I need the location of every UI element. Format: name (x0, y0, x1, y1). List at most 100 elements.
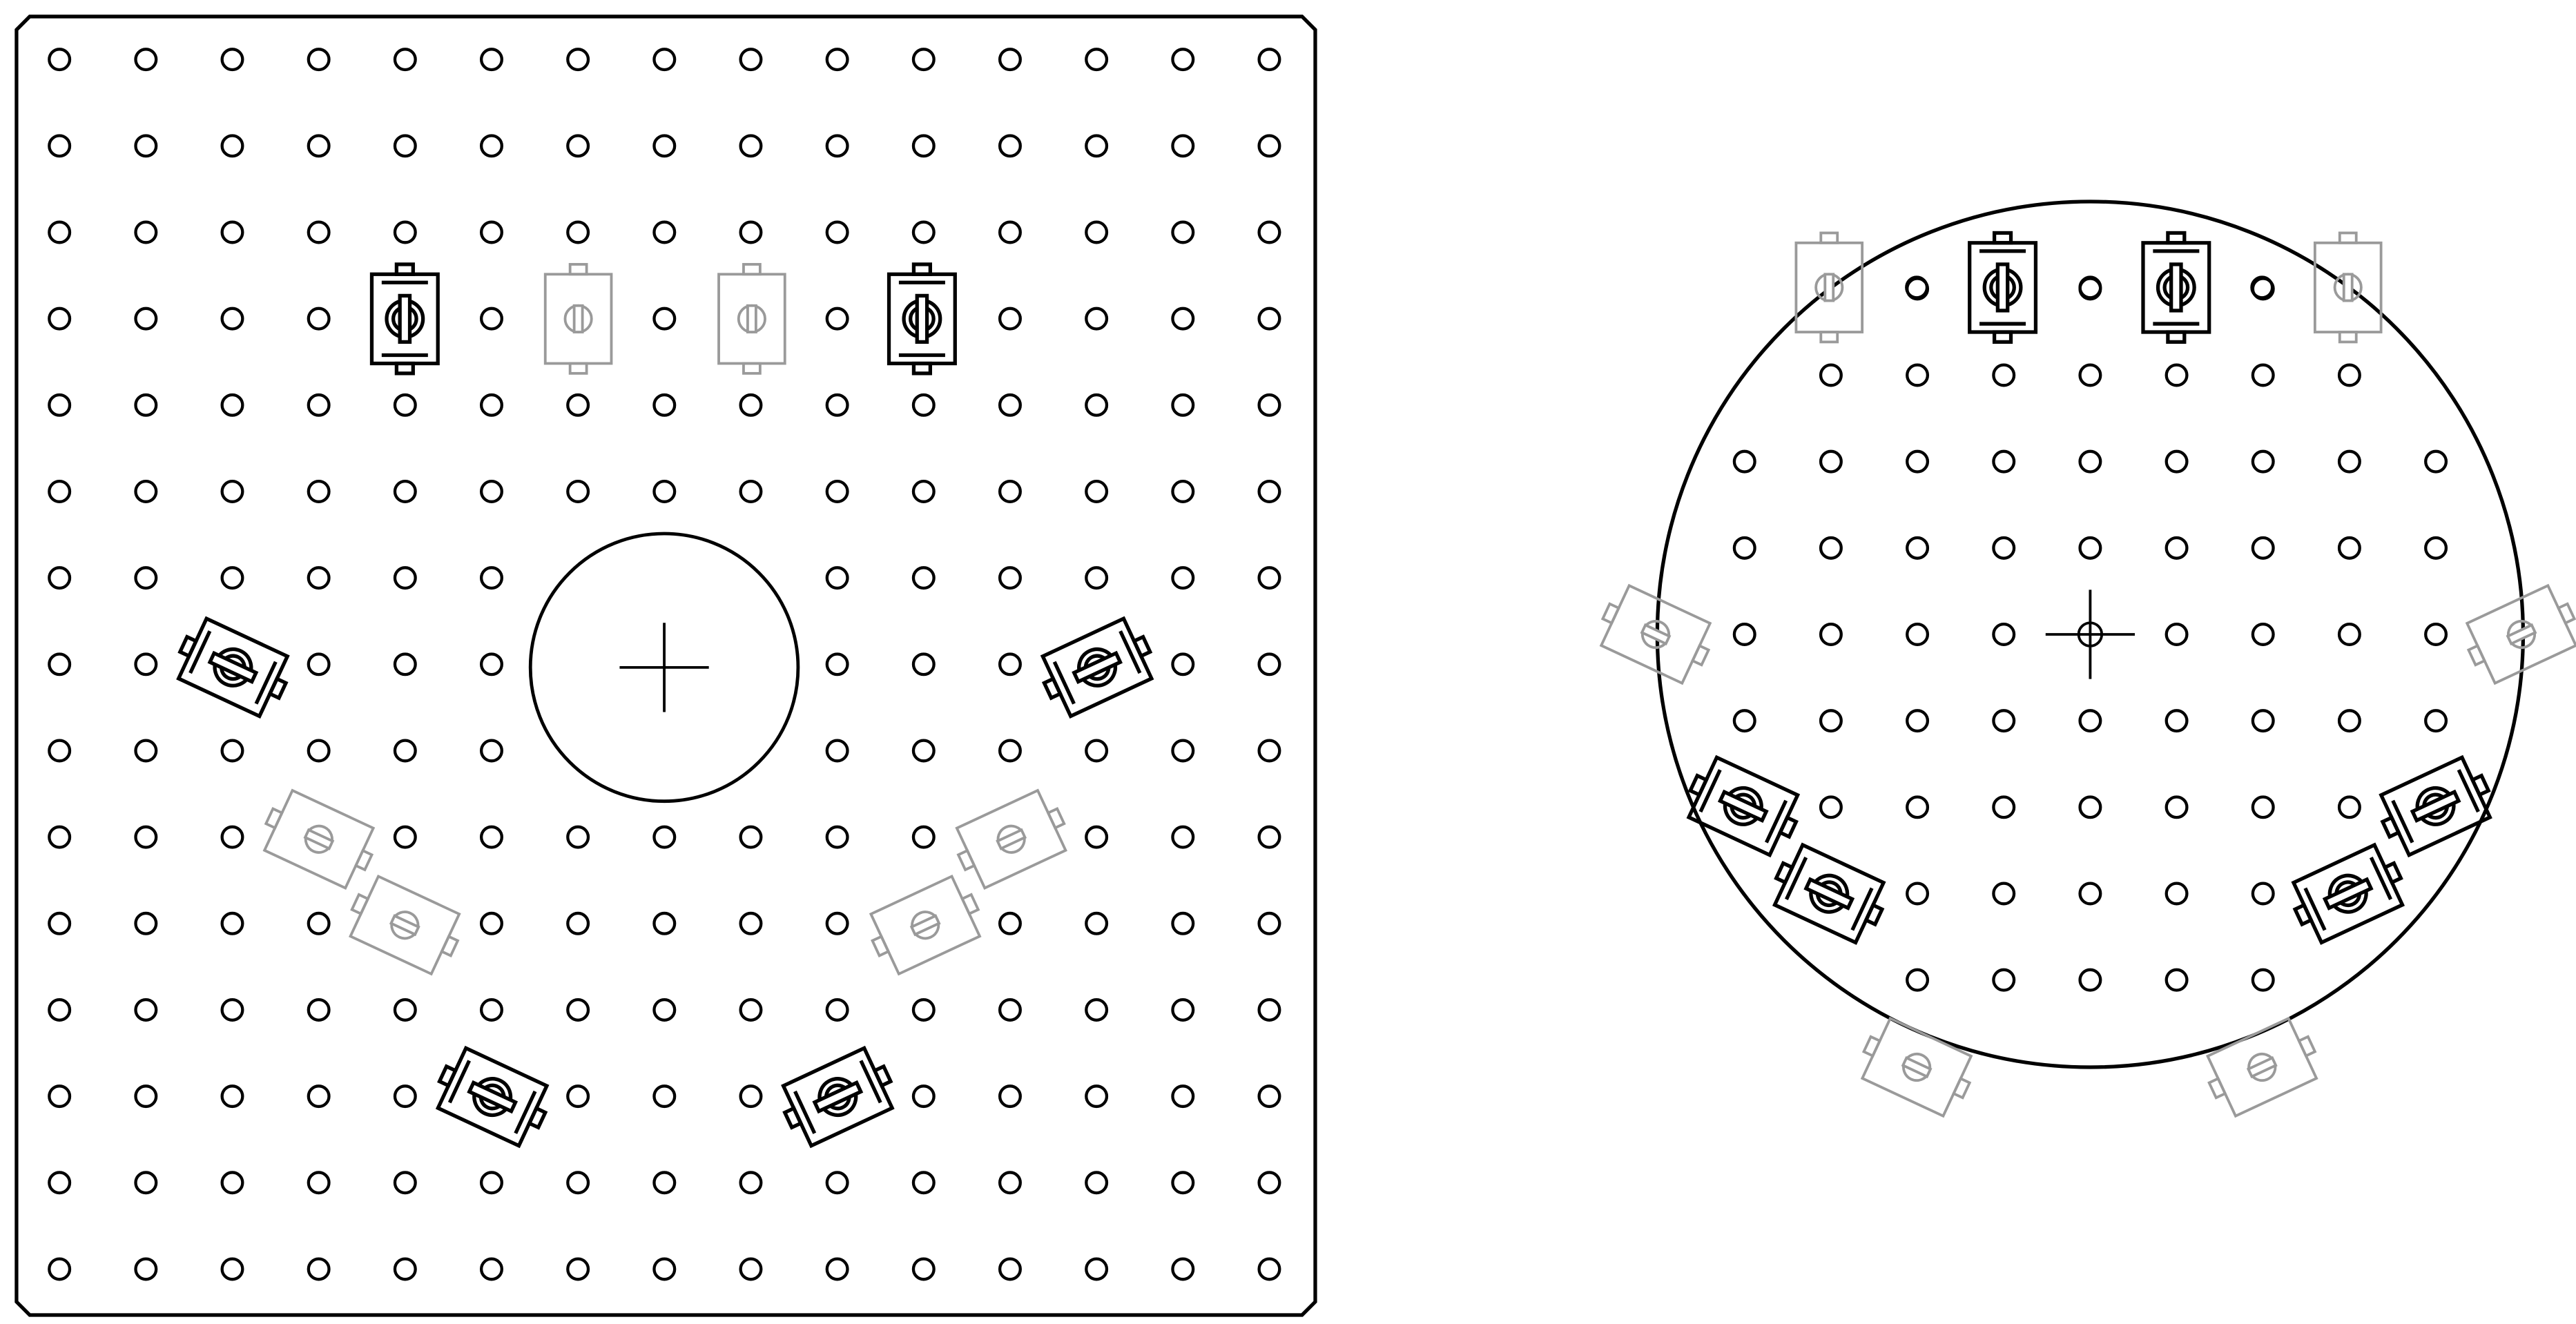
mounting-hole (911, 652, 936, 676)
mounting-hole (1085, 566, 1109, 590)
mounting-hole (2250, 275, 2274, 300)
clamp-inactive (1860, 1016, 1973, 1118)
mounting-hole (1257, 1171, 1281, 1195)
mounting-hole (1906, 795, 1930, 819)
mounting-hole (2078, 882, 2102, 906)
mounting-hole (1992, 363, 2016, 387)
mounting-hole (393, 134, 417, 158)
mounting-hole (307, 393, 331, 417)
mounting-hole (48, 566, 72, 590)
screw-slot (2506, 623, 2537, 646)
mounting-hole (393, 220, 417, 244)
mounting-hole (479, 566, 503, 590)
mounting-hole (566, 1171, 590, 1195)
mounting-hole (2251, 449, 2275, 474)
mounting-hole (739, 479, 763, 503)
mounting-hole (393, 1257, 417, 1281)
screw-slot (909, 914, 941, 937)
mounting-hole (566, 911, 590, 935)
clamp-active (1040, 616, 1154, 719)
mounting-hole (134, 48, 158, 72)
clamp-tab (568, 362, 588, 375)
mounting-hole (479, 739, 503, 763)
mounting-hole (479, 911, 503, 935)
mounting-hole (393, 739, 417, 763)
mounting-hole (307, 134, 331, 158)
mounting-hole (998, 1084, 1022, 1109)
mounting-hole (998, 739, 1022, 763)
mounting-hole (1906, 882, 1930, 906)
mounting-hole (134, 911, 158, 935)
mounting-hole (2251, 709, 2275, 733)
mounting-hole (911, 997, 936, 1022)
mounting-hole (739, 825, 763, 849)
mounting-hole (2165, 882, 2189, 906)
mounting-hole (1257, 1084, 1281, 1109)
mounting-hole (1171, 393, 1195, 417)
clamp-jaw-line (1052, 661, 1076, 705)
mounting-hole (1992, 536, 2016, 560)
mounting-hole (1819, 363, 1843, 387)
mounting-hole (566, 479, 590, 503)
mounting-hole (1257, 997, 1281, 1022)
mounting-hole (652, 479, 677, 503)
clamp-tab (956, 848, 976, 872)
clamp-jaw-line (1764, 799, 1788, 844)
mounting-hole (825, 997, 849, 1022)
clamp-inactive (869, 874, 982, 976)
clamp-tab (2297, 1035, 2317, 1058)
mounting-hole (2078, 709, 2102, 733)
clamp-tab (2166, 330, 2187, 344)
mounting-hole (48, 1257, 72, 1281)
clamp-tab (1600, 602, 1621, 625)
mounting-hole (1905, 275, 1929, 300)
screw-slot (207, 650, 259, 685)
mounting-hole (998, 134, 1022, 158)
clamp-tab (742, 262, 762, 276)
mounting-hole (134, 220, 158, 244)
mounting-hole (911, 134, 936, 158)
mounting-hole (1085, 1171, 1109, 1195)
mounting-hole (2424, 622, 2448, 646)
mounting-hole (566, 1257, 590, 1281)
clamp-tab (742, 362, 762, 375)
mounting-hole (1257, 479, 1281, 503)
mounting-hole (1171, 911, 1195, 935)
mounting-hole (1906, 622, 1930, 646)
mounting-hole (2337, 449, 2361, 474)
mounting-hole (998, 1257, 1022, 1281)
mounting-hole (998, 1171, 1022, 1195)
clamp-inactive (348, 874, 461, 976)
mounting-hole (1171, 48, 1195, 72)
mounting-hole (1992, 709, 2016, 733)
mounting-hole (134, 393, 158, 417)
mounting-hole (1906, 709, 1930, 733)
mounting-hole (2165, 536, 2189, 560)
mounting-hole (307, 1171, 331, 1195)
mounting-hole (307, 1084, 331, 1109)
clamp-tab (1132, 634, 1153, 659)
mounting-hole (479, 652, 503, 676)
mounting-hole (1906, 449, 1930, 474)
mounting-hole (220, 479, 244, 503)
mounting-hole (566, 134, 590, 158)
mounting-hole (911, 1257, 936, 1281)
clamp-tab (2338, 331, 2358, 344)
mounting-hole (220, 220, 244, 244)
mounting-hole (134, 652, 158, 676)
screw-slot (1901, 1055, 1933, 1079)
mounting-hole (1085, 393, 1109, 417)
clamp-tab (1819, 231, 1839, 244)
mounting-hole (1819, 622, 1843, 646)
mounting-hole (1257, 739, 1281, 763)
mounting-hole (393, 997, 417, 1022)
mounting-hole (220, 1257, 244, 1281)
mounting-hole (825, 48, 849, 72)
mounting-hole (825, 652, 849, 676)
mounting-hole (998, 479, 1022, 503)
mounting-hole (2251, 795, 2275, 819)
mounting-hole (307, 220, 331, 244)
screw-slot (1823, 273, 1835, 302)
